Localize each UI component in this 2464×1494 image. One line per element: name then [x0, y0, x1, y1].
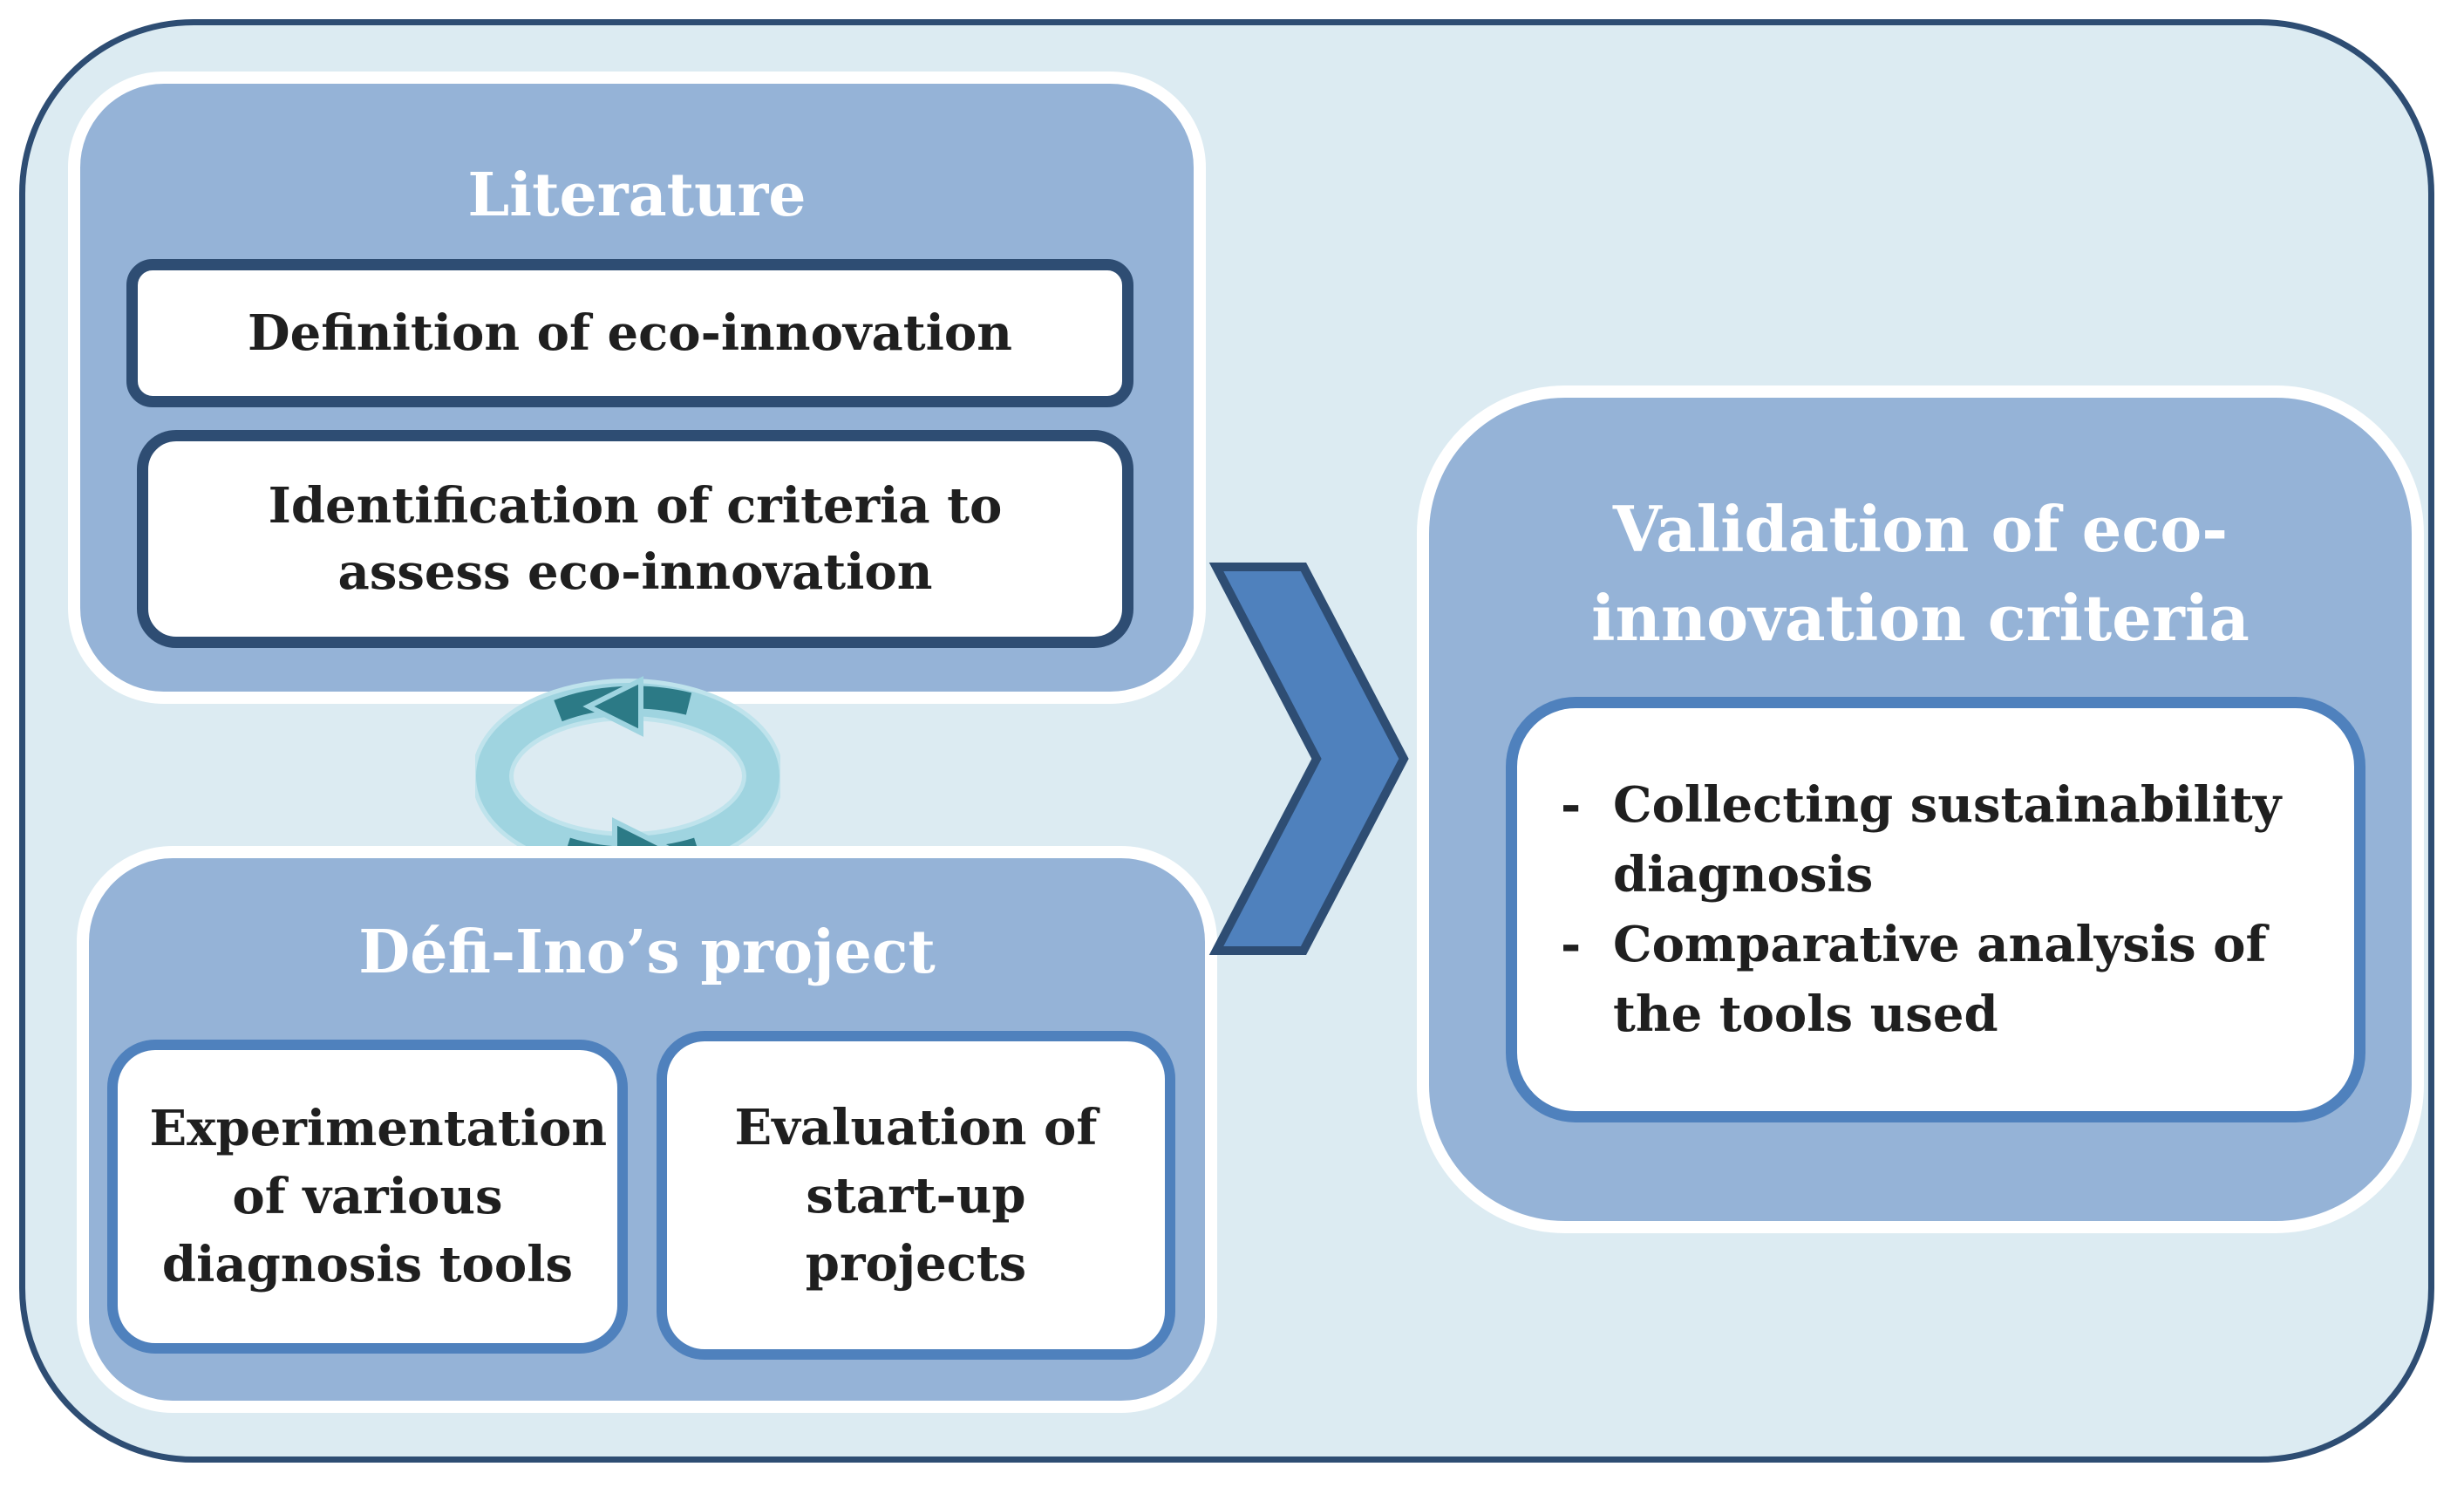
chevron-right-icon: [1208, 563, 1409, 955]
list-item: - Comparative analysis of the tools used: [1561, 916, 2267, 1043]
validation-item-2: Comparative analysis of the tools used: [1613, 916, 2267, 1043]
experimentation-label: Experimentation of various diagnosis too…: [149, 1100, 608, 1293]
literature-title: Literature: [467, 160, 807, 230]
definition-box: Definition of eco-innovation: [126, 259, 1133, 407]
validation-title: Validation of eco-innovation criteria: [1591, 492, 2250, 655]
validation-list: - Collecting sustainability diagnosis - …: [1517, 770, 2354, 1049]
identification-label: Identification of criteria to assess eco…: [268, 477, 1003, 601]
evaluation-label: Evaluation of start-up projects: [734, 1098, 1098, 1293]
validation-list-box: - Collecting sustainability diagnosis - …: [1506, 697, 2365, 1122]
evaluation-box: Evaluation of start-up projects: [657, 1031, 1175, 1360]
experimentation-box: Experimentation of various diagnosis too…: [107, 1040, 628, 1354]
validation-item-1: Collecting sustainability diagnosis: [1613, 776, 2282, 904]
list-item: - Collecting sustainability diagnosis: [1561, 776, 2282, 904]
definition-label: Definition of eco-innovation: [248, 304, 1012, 362]
identification-box: Identification of criteria to assess eco…: [137, 430, 1133, 648]
defi-ino-title: Défi-Ino’s project: [358, 918, 936, 987]
